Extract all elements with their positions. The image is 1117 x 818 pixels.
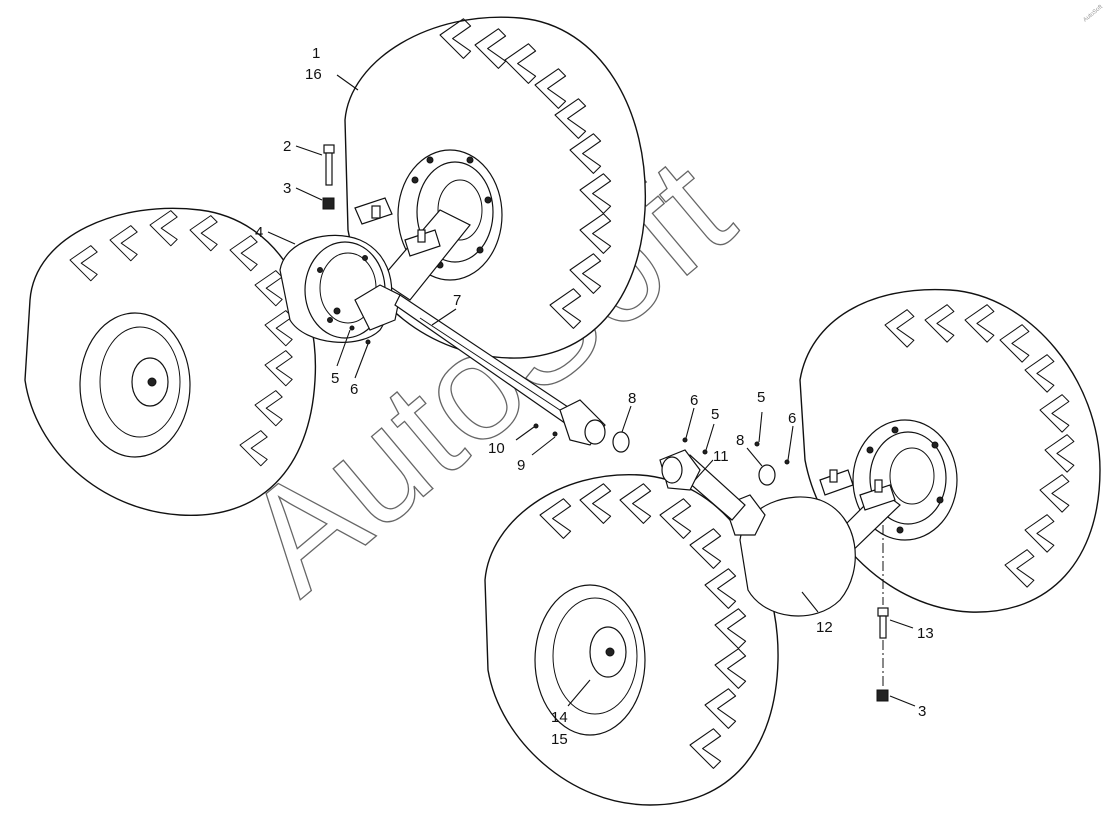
bolt-lower	[877, 525, 889, 688]
o-ring-right	[758, 464, 776, 486]
nut-lower	[876, 689, 889, 702]
pins	[349, 325, 790, 465]
driveshaft	[394, 294, 606, 446]
callout-13: 13	[917, 625, 934, 642]
front-axle-housing	[279, 197, 471, 343]
callout-9: 9	[517, 457, 525, 474]
callout-11: 11	[713, 448, 729, 465]
callout-6: 6	[690, 392, 698, 409]
o-ring-left	[612, 431, 630, 453]
tire-rear-left	[484, 473, 779, 806]
tire-rear-right	[799, 288, 1101, 613]
callout-14: 14	[551, 709, 568, 726]
tire-front-left	[24, 207, 317, 516]
rear-axle-housing	[724, 469, 901, 617]
callout-5: 5	[331, 370, 339, 387]
leader-lines	[267, 74, 916, 707]
corner-watermark: AutoSoft	[1082, 4, 1104, 24]
callout-5: 5	[711, 406, 719, 423]
callout-3: 3	[283, 180, 291, 197]
short-driveshaft	[659, 449, 746, 521]
callout-4: 4	[255, 224, 263, 241]
bolt-upper	[323, 144, 335, 186]
callout-labels: 1 16 2 3 4 7 5 6 8 10 9 6 5 5 8 6 11 12 …	[255, 45, 934, 748]
callout-15: 15	[551, 731, 568, 748]
callout-16: 16	[305, 66, 322, 83]
callout-8: 8	[628, 390, 636, 407]
callout-8: 8	[736, 432, 744, 449]
callout-12: 12	[816, 619, 833, 636]
callout-1: 1	[312, 45, 320, 62]
callout-5: 5	[757, 389, 765, 406]
callout-10: 10	[488, 440, 505, 457]
callout-6: 6	[788, 410, 796, 427]
callout-7: 7	[453, 292, 461, 309]
nut-upper	[322, 197, 335, 210]
callout-2: 2	[283, 138, 291, 155]
callout-6: 6	[350, 381, 358, 398]
callout-3: 3	[918, 703, 926, 720]
